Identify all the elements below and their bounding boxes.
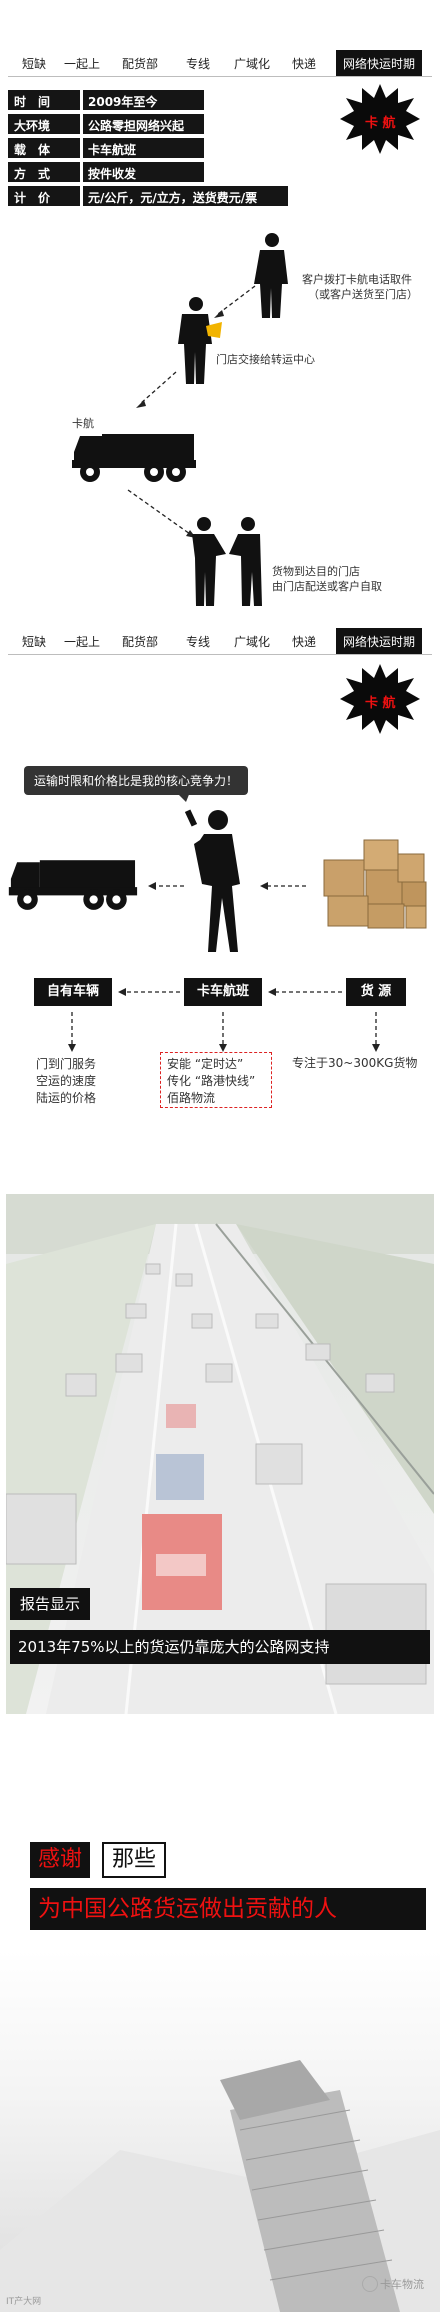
store-note: 门店交接给转运中心 [216,353,315,366]
customer-note: 客户拨打卡航电话取件 （或客户送货至门店） [302,272,418,302]
customer-note-line: （或客户送货至门店） [308,288,418,301]
tab-together[interactable]: 一起上 [64,57,101,71]
customer-phone-icon [254,233,288,318]
nav-tabbar-top: 短缺 一起上 配货部 专线 广域化 快递 网络快运时期 [0,50,440,77]
example-line: 安能 “定时达” [167,1057,244,1071]
feature-line: 空运的速度 [36,1074,97,1088]
speech-bubble: 运输时限和价格比是我的核心竞争力！ [24,766,249,795]
flow-arrow [214,285,256,318]
truck-flight-box: 卡车航班 [184,978,262,1006]
tab-wide-area[interactable]: 广域化 [234,635,271,649]
flow-arrow [118,988,180,996]
info-row-environment: 大环境 公路零担网络兴起 [8,114,204,134]
info-row-pricing: 计 价 元/公斤，元/立方，送货费元/票 [8,186,288,206]
info-label: 载 体 [14,143,51,157]
example-line: 佰路物流 [167,1091,216,1105]
info-row-carrier: 载 体 卡车航班 [8,138,204,158]
info-row-method: 方 式 按件收发 [8,162,204,182]
info-value: 公路零担网络兴起 [88,119,185,133]
destination-note-line: 货物到达目的门店 [272,565,360,578]
flow-arrow [219,1012,227,1052]
thanks-word-red: 感谢 [30,1842,91,1878]
flow-arrow [68,1012,76,1052]
info-separator [80,186,83,206]
cargo-boxes-icon [323,839,427,929]
destination-note: 货物到达目的门店 由门店配送或客户自取 [272,564,382,594]
info-label: 方 式 [14,167,51,181]
thanks-word-black: 那些 [102,1842,167,1878]
own-vehicles-box: 自有车辆 [34,978,112,1006]
tab-special-line[interactable]: 专线 [186,635,211,649]
info-value: 元/公斤，元/立方，送货费元/票 [88,191,258,205]
info-separator [80,114,83,134]
info-label: 计 价 [14,191,51,205]
bubble-tail-icon [176,792,190,802]
watermark-right: 卡车物流 [380,2278,424,2291]
handshake-icon [192,517,262,606]
report-text: 2013年75%以上的货运仍靠庞大的公路网支持 [10,1630,430,1664]
tab-express[interactable]: 快递 [292,57,317,71]
report-title: 报告显示 [10,1588,91,1620]
burst-badge-icon [340,84,420,154]
tabbar-divider [8,654,432,655]
thanks-line: 为中国公路货运做出贡献的人 [30,1888,426,1930]
nav-tabbar-middle: 短缺 一起上 配货部 专线 广域化 快递 网络快运时期 [0,628,440,655]
tab-dispatch[interactable]: 配货部 [122,635,159,649]
flow-arrow [136,371,177,408]
own-vehicles-features: 门到门服务 空运的速度 陆运的价格 [36,1056,96,1107]
feature-line: 门到门服务 [36,1057,97,1071]
truck-flight-examples: 安能 “定时达” 传化 “路港快线” 佰路物流 [160,1052,272,1108]
store-worker-icon [178,297,222,384]
tab-wide-area[interactable]: 广域化 [234,57,271,71]
tab-dispatch[interactable]: 配货部 [122,57,159,71]
truck-icon [72,434,196,482]
burst-badge-icon [340,664,420,734]
info-value: 2009年至今 [88,95,158,109]
info-value: 卡车航班 [88,143,137,157]
badge-text: 卡 航 [365,116,396,131]
cargo-source-box: 货 源 [346,978,406,1006]
tab-special-line[interactable]: 专线 [186,57,211,71]
info-row-time: 时 间 2009年至今 [8,90,204,110]
info-separator [80,138,83,158]
tab-shortage[interactable]: 短缺 [22,57,47,71]
truck-icon [8,860,138,910]
flow-arrow [268,988,342,996]
watermark-logo-icon [362,2276,378,2292]
tab-network-era[interactable]: 网络快运时期 [336,50,423,77]
flow-arrow [260,882,306,890]
watermark-left: IT产大网 [6,2297,42,2307]
tab-express[interactable]: 快递 [292,635,317,649]
destination-note-line: 由门店配送或客户自取 [272,580,382,593]
highway-photo [6,1194,434,1714]
info-label: 时 间 [14,95,51,109]
info-separator [80,162,83,182]
example-line: 传化 “路港快线” [167,1074,256,1088]
feature-line: 陆运的价格 [36,1091,97,1105]
tab-shortage[interactable]: 短缺 [22,635,47,649]
flow-arrow [372,1012,380,1052]
customer-note-line: 客户拨打卡航电话取件 [302,273,412,286]
cargo-source-focus: 专注于30~300KG货物 [292,1056,418,1070]
tab-network-era[interactable]: 网络快运时期 [336,628,423,655]
tab-together[interactable]: 一起上 [64,635,101,649]
flow-arrow [148,882,184,890]
info-separator [80,90,83,110]
bottom-photo [0,1950,440,2312]
truck-label: 卡航 [72,417,94,430]
businesswoman-icon [184,809,240,952]
badge-text: 卡 航 [365,696,396,711]
info-value: 按件收发 [88,167,137,181]
info-label: 大环境 [14,119,51,133]
tabbar-divider [8,76,432,77]
